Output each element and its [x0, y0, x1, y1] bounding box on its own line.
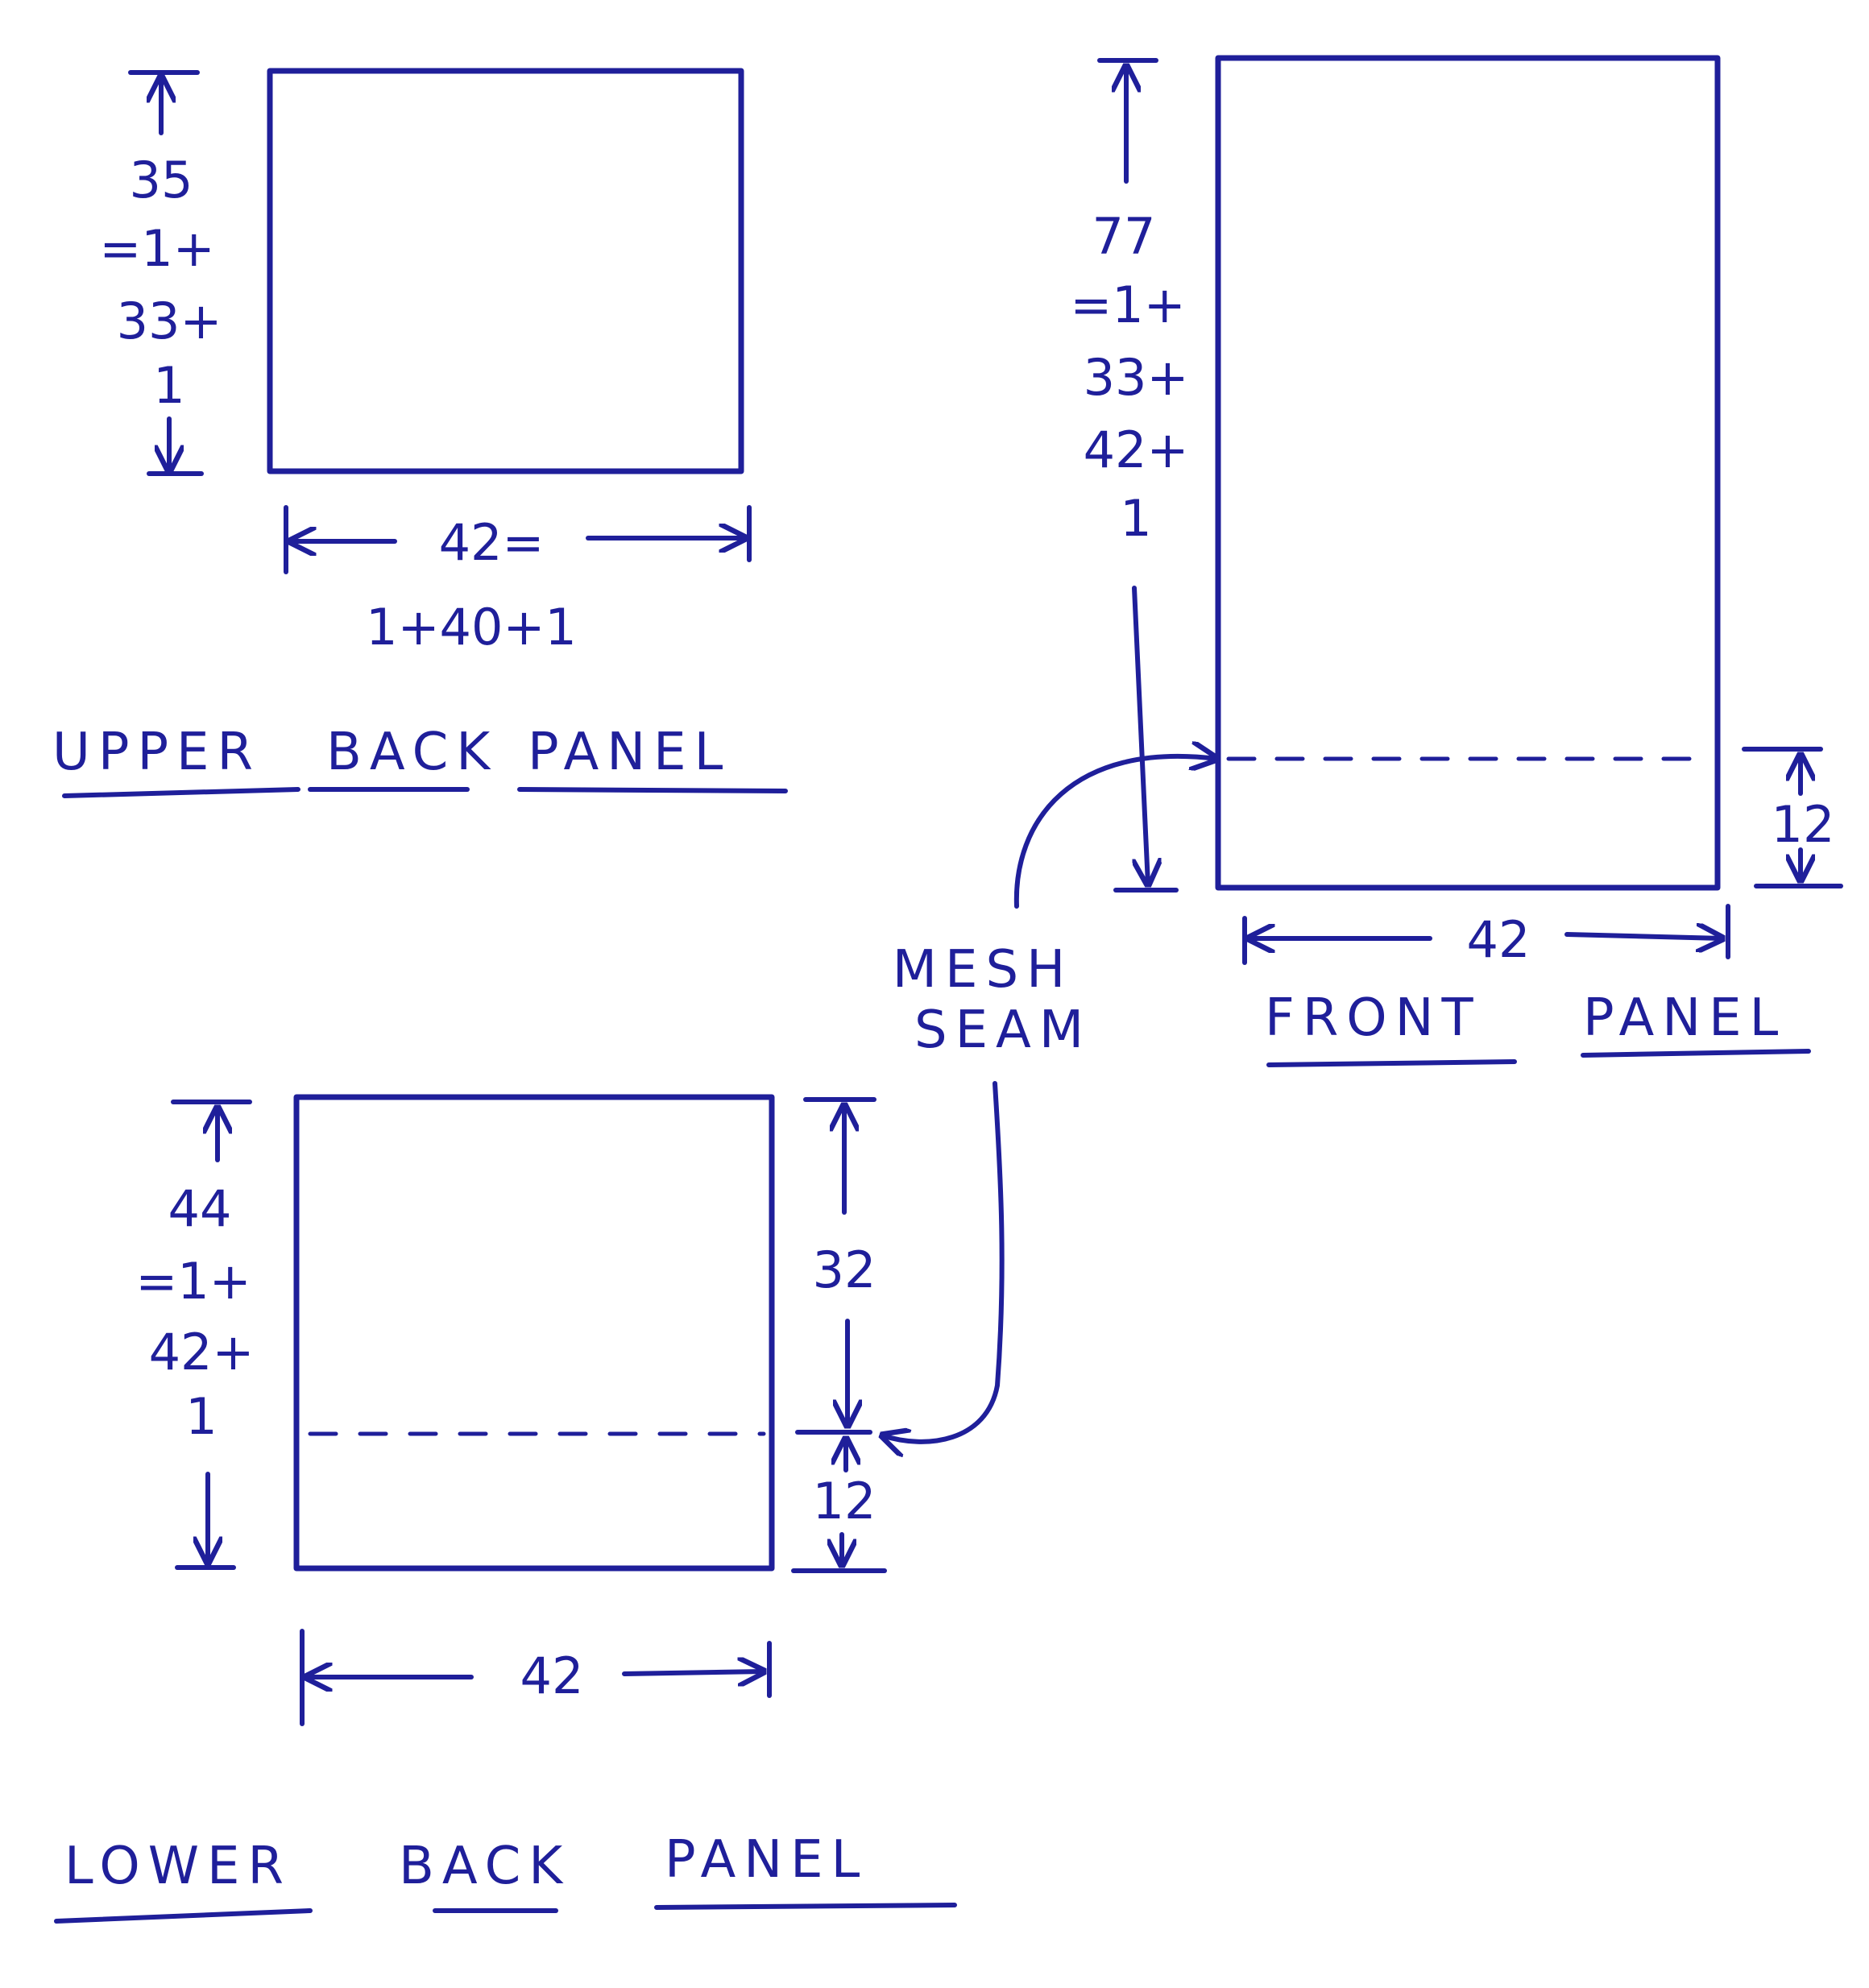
- lower-section-dimensions: [791, 1097, 887, 1573]
- front-title-underline-1: [1266, 1059, 1517, 1067]
- front-height-line-4: 42+: [1084, 420, 1189, 479]
- front-width-dimension: [1242, 904, 1730, 965]
- front-title-word-2: PANEL: [1583, 988, 1786, 1048]
- mesh-seam-arrow-to-lower: [882, 1081, 1005, 1442]
- front-height-line-3: 33+: [1084, 348, 1189, 407]
- upper-height-line-4: 1: [153, 356, 184, 415]
- upper-height-total: 35: [130, 151, 193, 209]
- upper-width-label: 42=: [439, 513, 545, 572]
- lower-back-panel-outline: [293, 1094, 775, 1572]
- lower-height-total: 44: [168, 1179, 232, 1238]
- upper-title-underline-1: [62, 787, 300, 798]
- upper-width-dimension: [284, 505, 752, 574]
- lower-title-word-2: BACK: [399, 1837, 570, 1896]
- front-title-underline-2: [1581, 1049, 1811, 1058]
- upper-back-panel-outline: [267, 68, 744, 474]
- front-mesh-height: 12: [1772, 795, 1835, 854]
- lower-height-line-3: 42+: [149, 1323, 255, 1381]
- upper-width-breakdown: 1+40+1: [366, 598, 577, 656]
- front-width-label: 42: [1467, 910, 1531, 969]
- upper-title-word-1: UPPER: [52, 723, 261, 782]
- lower-upper-section-height: 32: [813, 1240, 876, 1299]
- upper-title-underline-3: [517, 787, 788, 793]
- upper-height-line-2: =1+: [99, 219, 214, 278]
- front-height-total: 77: [1092, 207, 1156, 266]
- mesh-seam-label-line-1: MESH: [893, 940, 1073, 1000]
- lower-title-underline-1: [54, 1908, 313, 1924]
- front-panel: 77 =1+ 33+ 42+ 1 12 42 FRONT PANEL: [1070, 55, 1843, 1067]
- mesh-seam-label-line-2: SEAM: [914, 1000, 1092, 1060]
- lower-height-line-2: =1+: [135, 1252, 251, 1311]
- lower-width-label: 42: [520, 1646, 584, 1705]
- upper-title-word-3: PANEL: [528, 723, 731, 782]
- upper-back-panel: 35 =1+ 33+ 1 42= 1+40+1 UPPER BACK PANEL: [52, 68, 788, 798]
- front-title-word-1: FRONT: [1265, 988, 1482, 1048]
- front-mesh-dimension: [1742, 747, 1843, 888]
- upper-height-line-3: 33+: [117, 292, 222, 350]
- lower-width-dimension: [300, 1629, 772, 1726]
- upper-title-word-2: BACK: [326, 723, 498, 782]
- front-panel-outline: [1215, 55, 1721, 891]
- lower-back-panel: 44 =1+ 42+ 1 32 12 42 LOWER BACK PANEL: [54, 1094, 957, 1924]
- lower-title-word-3: PANEL: [665, 1830, 868, 1890]
- front-height-line-5: 1: [1120, 489, 1151, 548]
- upper-height-dimension: [128, 70, 204, 476]
- mesh-seam-arrow-to-front: [1013, 756, 1216, 909]
- mesh-seam-callout: MESH SEAM: [882, 756, 1216, 1442]
- lower-title-underline-3: [654, 1903, 957, 1910]
- front-height-dimension: [1097, 58, 1179, 893]
- lower-height-line-4: 1: [185, 1387, 217, 1446]
- lower-height-dimension: [171, 1100, 252, 1570]
- front-height-line-2: =1+: [1070, 275, 1185, 334]
- lower-title-word-1: LOWER: [64, 1837, 292, 1896]
- lower-mesh-height: 12: [813, 1472, 876, 1530]
